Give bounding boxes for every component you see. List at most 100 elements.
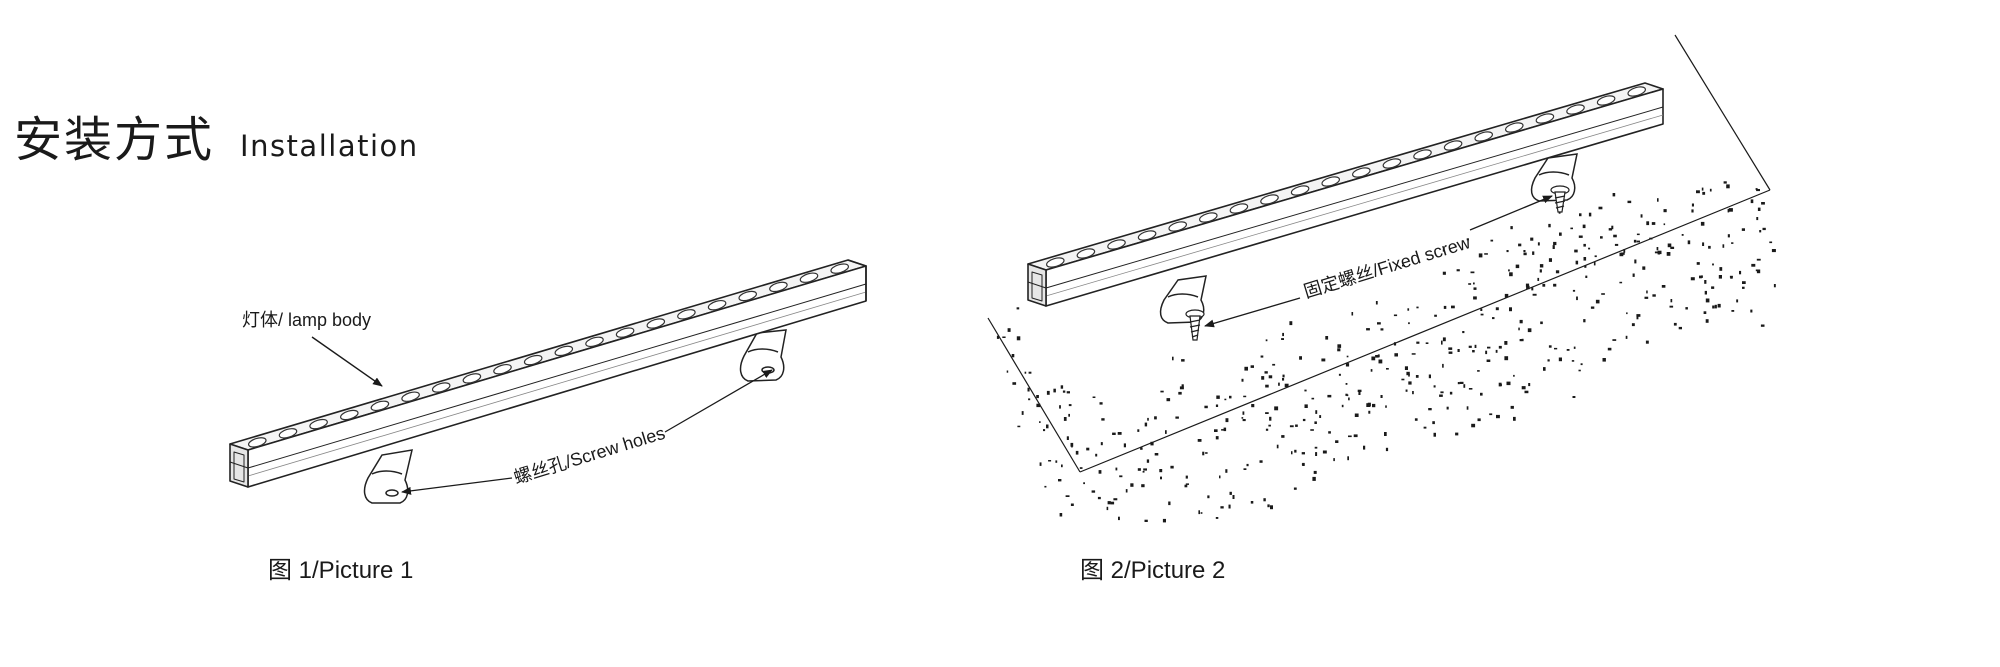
speckle <box>1687 240 1691 245</box>
speckle <box>1407 308 1410 311</box>
speckle <box>1602 358 1606 362</box>
speckle <box>1583 243 1586 247</box>
speckle <box>1771 249 1776 253</box>
speckle <box>1585 275 1588 278</box>
speckle <box>1012 382 1017 385</box>
speckle <box>1578 235 1583 238</box>
caption-picture-2: 图 2/Picture 2 <box>1080 557 1225 584</box>
speckle <box>1595 299 1600 304</box>
speckle <box>1704 280 1707 284</box>
speckle <box>1293 487 1297 490</box>
led-lens <box>1137 230 1157 241</box>
speckle <box>1504 293 1509 298</box>
speckle <box>1370 369 1373 372</box>
speckle <box>1117 432 1122 435</box>
speckle <box>1011 354 1015 358</box>
speckle <box>1345 363 1350 367</box>
speckle <box>1184 484 1188 488</box>
speckle <box>1348 397 1350 401</box>
speckle <box>1160 390 1164 393</box>
speckle <box>1112 432 1116 435</box>
mounting-bracket-right <box>739 329 787 382</box>
speckle <box>1110 501 1115 505</box>
speckle <box>1219 475 1221 479</box>
speckle <box>1466 406 1469 410</box>
speckle <box>1613 234 1617 238</box>
speckle <box>1474 344 1477 348</box>
speckle <box>1750 309 1753 313</box>
speckle <box>1415 375 1419 378</box>
speckle <box>1168 501 1171 506</box>
speckle <box>1143 468 1147 471</box>
speckle <box>1259 460 1263 463</box>
speckle <box>1621 252 1625 255</box>
speckle <box>1070 503 1074 506</box>
speckle <box>1702 191 1706 195</box>
speckle <box>1559 232 1562 236</box>
speckle <box>1314 421 1317 424</box>
speckle <box>1099 402 1103 405</box>
speckle <box>1059 513 1063 517</box>
speckle <box>1473 282 1475 285</box>
speckle <box>1539 264 1544 268</box>
speckle <box>1354 413 1359 417</box>
speckle <box>1315 410 1318 414</box>
figure-1: 灯体/ lamp body 螺丝孔/Screw holes 图 1/Pictur… <box>229 259 867 584</box>
speckle <box>1433 385 1436 388</box>
speckle <box>1066 436 1069 440</box>
led-lens <box>1474 131 1494 142</box>
speckle <box>1301 452 1305 455</box>
speckle <box>1480 308 1483 311</box>
speckle <box>1523 250 1526 253</box>
speckle <box>1295 424 1298 427</box>
speckle <box>1729 208 1733 212</box>
speckle <box>1633 239 1637 243</box>
speckle <box>1723 181 1727 184</box>
speckle <box>1442 271 1446 275</box>
led-lens <box>278 428 298 439</box>
label-fixed-screw: 固定螺丝/Fixed screw <box>1301 232 1473 302</box>
speckle <box>1386 368 1389 370</box>
speckle <box>1272 363 1276 366</box>
speckle <box>1773 284 1776 288</box>
speckle <box>1265 384 1269 388</box>
speckle <box>1366 328 1370 331</box>
speckle <box>1229 491 1232 495</box>
speckle <box>1265 428 1269 431</box>
speckle <box>1524 390 1529 394</box>
speckle <box>1220 506 1224 509</box>
speckle <box>1281 338 1284 340</box>
speckle <box>1264 371 1268 374</box>
speckle <box>1414 418 1418 421</box>
speckle <box>1756 258 1761 261</box>
speckle <box>1125 489 1128 493</box>
speckle <box>1700 221 1705 226</box>
speckle <box>1646 221 1650 226</box>
speckle <box>1181 384 1184 387</box>
speckle <box>1742 286 1745 289</box>
speckle <box>1141 484 1145 488</box>
speckle <box>1270 505 1273 510</box>
speckle <box>1583 319 1586 323</box>
speckle <box>1741 228 1745 231</box>
led-lens <box>1045 257 1065 268</box>
led-lens <box>1351 167 1371 178</box>
speckle <box>1385 447 1389 452</box>
speckle <box>1726 184 1730 189</box>
speckle <box>1532 293 1537 296</box>
speckle <box>1282 374 1285 378</box>
speckle <box>1670 299 1673 303</box>
speckle <box>1274 406 1279 411</box>
led-lens <box>707 299 727 311</box>
speckle <box>1321 358 1326 362</box>
speckle <box>1691 203 1694 207</box>
speckle <box>1315 452 1318 456</box>
speckle <box>1608 228 1613 231</box>
speckle <box>1347 456 1349 461</box>
speckle <box>1468 283 1472 285</box>
speckle <box>1060 385 1064 389</box>
speckle <box>1408 381 1412 385</box>
speckle <box>1066 391 1070 394</box>
speckle <box>1123 443 1126 448</box>
speckle <box>1061 464 1063 468</box>
